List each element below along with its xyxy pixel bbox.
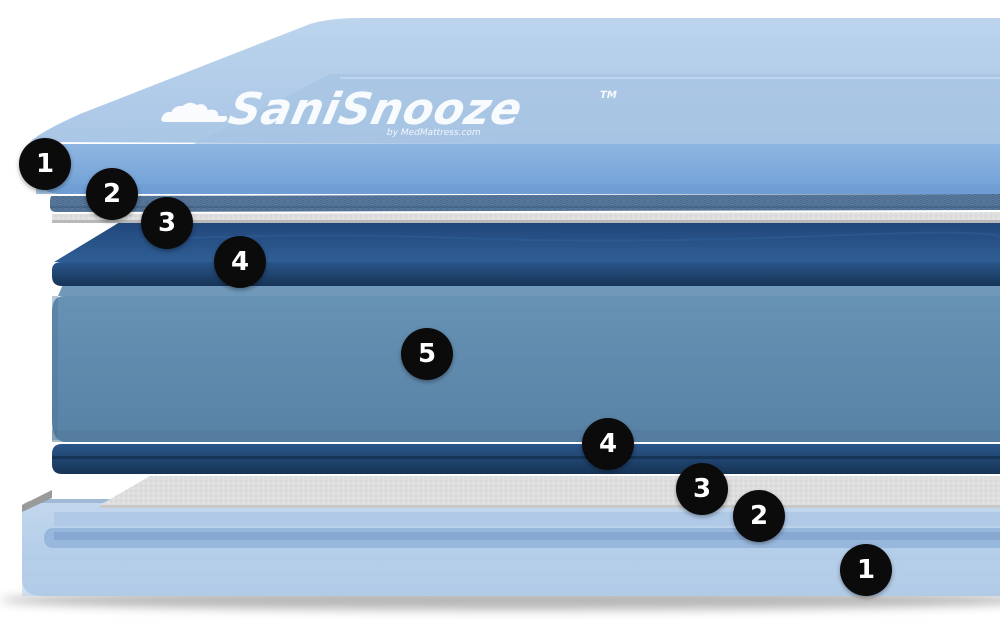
top-fiber-sheet-layer xyxy=(52,212,1000,223)
layer-marker-bottom-fiber-sheet: 3 xyxy=(676,463,728,515)
layer-marker-top-fabric-band: 2 xyxy=(86,168,138,220)
brand-tagline: by MedMattress.com xyxy=(385,128,482,138)
core-edge-shade xyxy=(52,296,58,440)
bottom-foam-slab-layer xyxy=(52,444,1000,474)
brand-logo: SaniSnooze TM by MedMattress.com xyxy=(154,84,637,148)
top-foam-slab-layer xyxy=(52,222,1000,286)
brand-name: SaniSnooze xyxy=(224,84,527,135)
bottom-fabric-band-layer xyxy=(44,512,1000,548)
top-cover-layer xyxy=(29,18,1000,194)
cloud-icon xyxy=(161,102,228,122)
layer-marker-top-foam-slab: 4 xyxy=(214,236,266,288)
layer-marker-top-fiber-sheet: 3 xyxy=(141,197,193,249)
layer-marker-bottom-foam-slab: 4 xyxy=(582,418,634,470)
bottom-fiber-sheet-layer xyxy=(100,476,1000,508)
layer-marker-bottom-fabric-band: 2 xyxy=(733,490,785,542)
top-fabric-band-layer xyxy=(50,194,1000,212)
layer-marker-bottom-cover: 1 xyxy=(840,544,892,596)
layer-marker-core-foam: 5 xyxy=(401,328,453,380)
trademark-mark: TM xyxy=(598,90,618,101)
core-foam-layer xyxy=(52,282,1000,442)
layer-marker-top-cover: 1 xyxy=(19,138,71,190)
